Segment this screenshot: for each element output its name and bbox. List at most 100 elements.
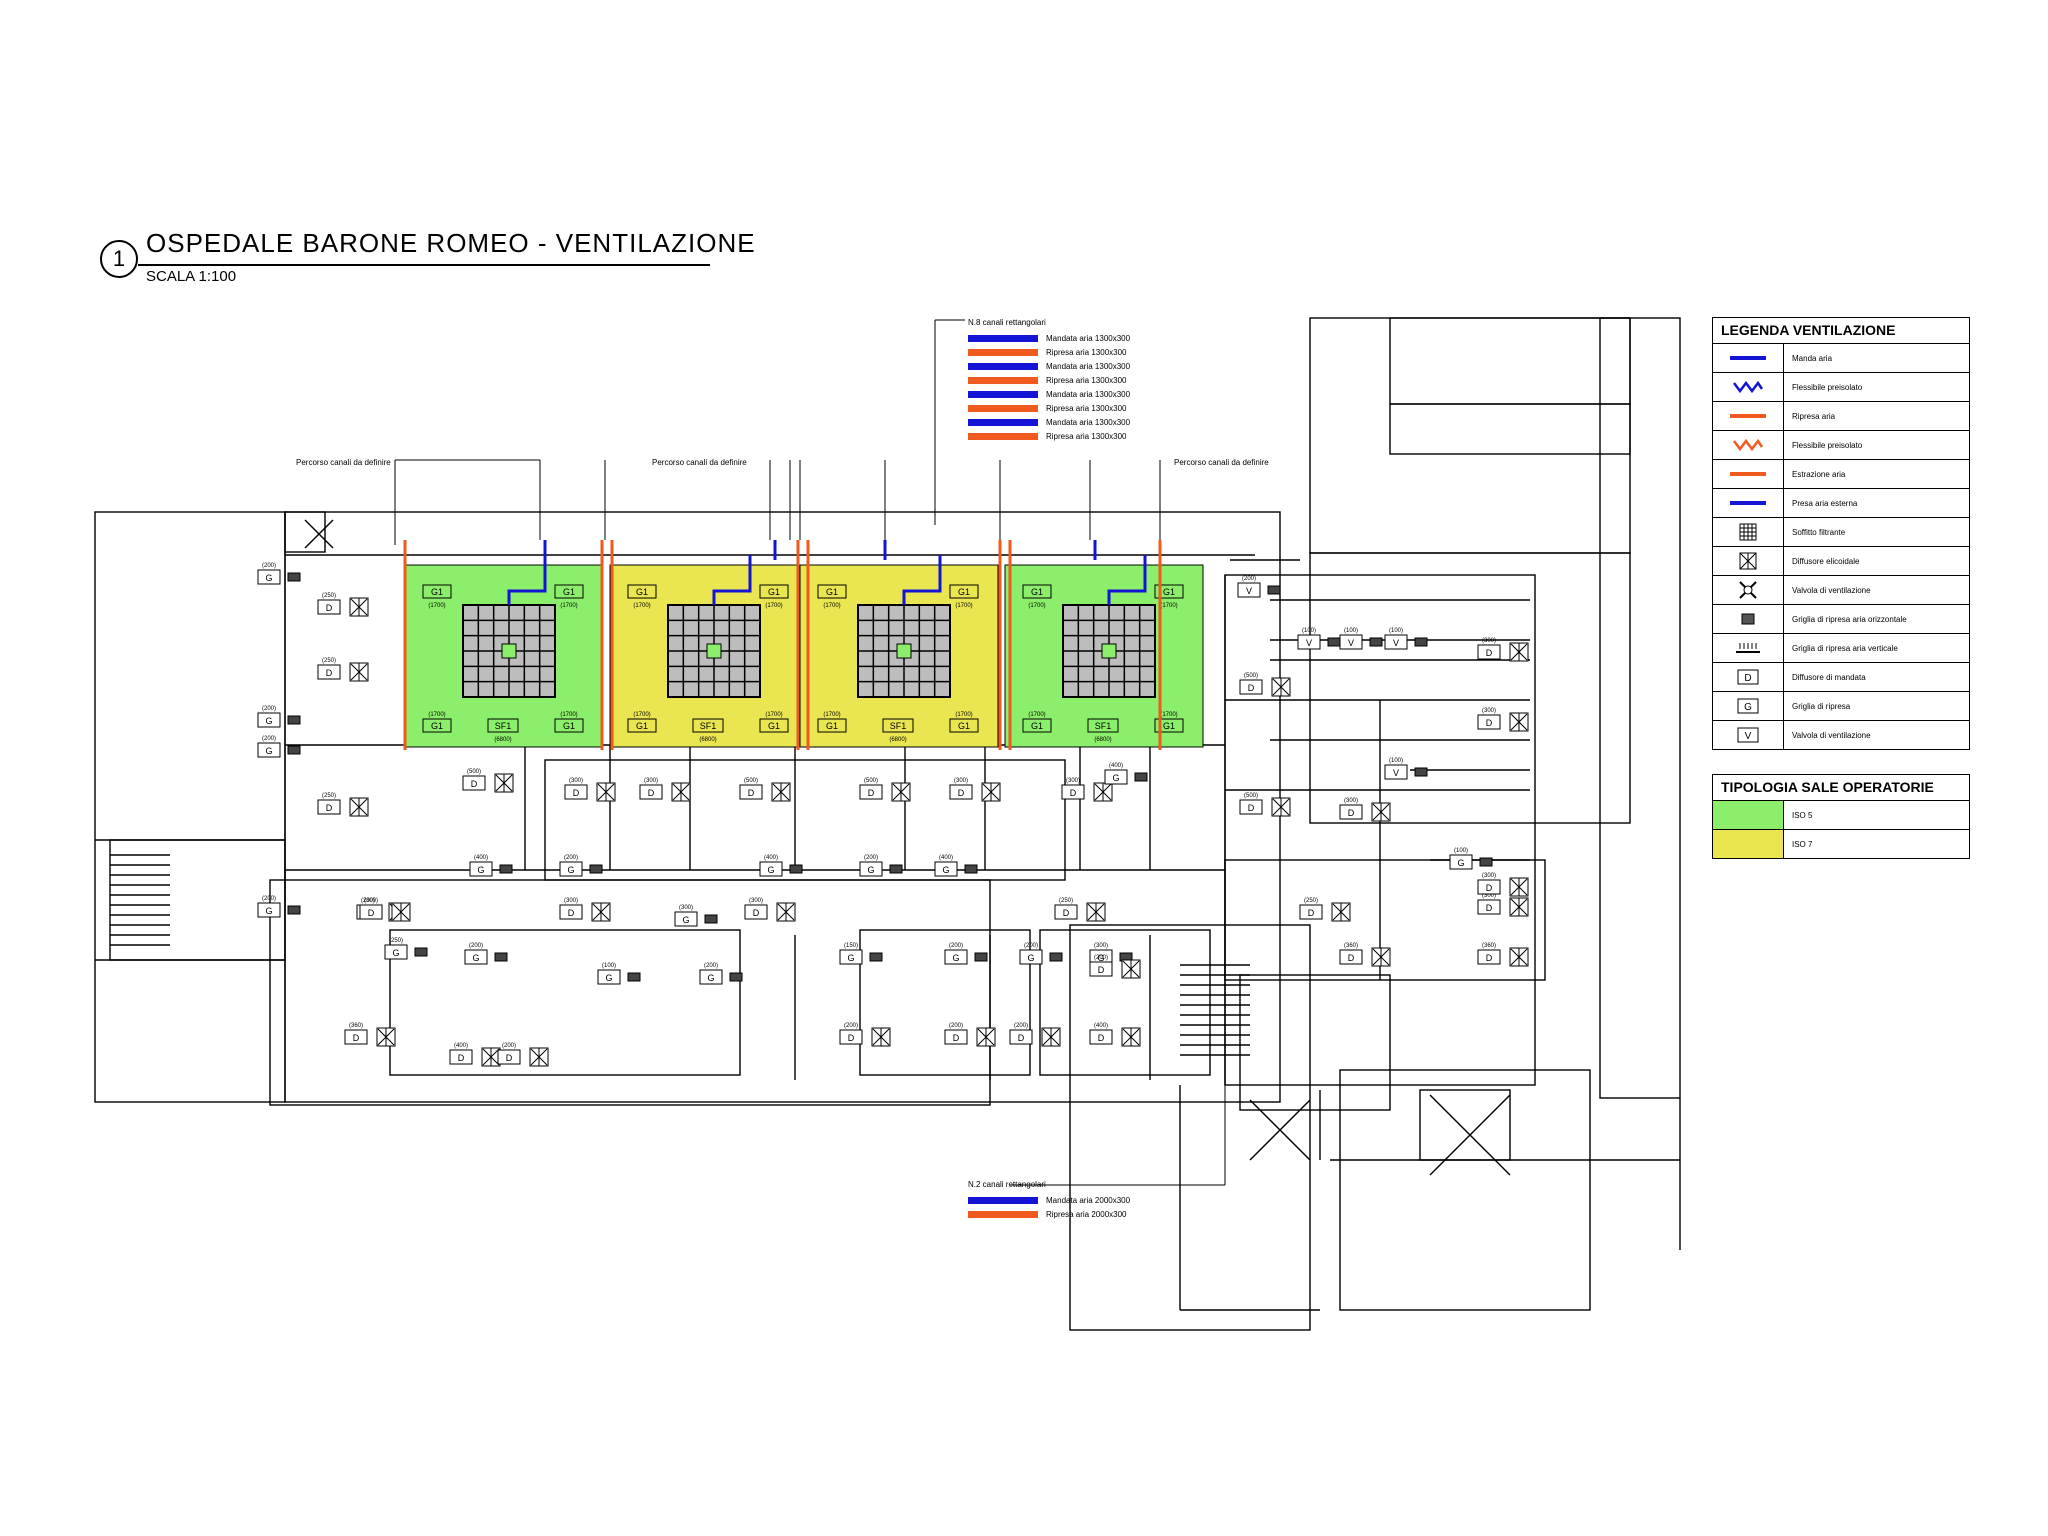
terminal-type: D	[326, 668, 333, 678]
duct-callout-item: Ripresa aria 2000x300	[968, 1207, 1130, 1221]
air-terminal: D(400)	[1089, 1023, 1141, 1047]
terminal-flow: (200)	[262, 563, 276, 569]
duct-callout-item: Ripresa aria 1300x300	[968, 401, 1130, 415]
legend-label: Griglia di ripresa aria orizzontale	[1792, 614, 1907, 624]
return-grille-box	[1022, 584, 1052, 599]
line-blue-icon	[1730, 501, 1766, 505]
terminal-box	[639, 784, 663, 800]
terminal-box	[944, 1029, 968, 1045]
legend-label: Ripresa aria	[1792, 411, 1836, 421]
supply-branch	[507, 555, 547, 605]
supply-box	[487, 718, 519, 733]
terminal-box	[1061, 784, 1085, 800]
air-terminal: D (300)	[559, 898, 611, 922]
wall-outline	[284, 511, 326, 553]
return-grille-box	[554, 584, 584, 599]
return-grille-flow: (1700)	[1028, 603, 1045, 609]
supply-label: SF1	[890, 721, 907, 731]
terminal-type: V	[1246, 586, 1252, 596]
terminal-type: D	[368, 908, 375, 918]
return-grille-icon	[1134, 772, 1148, 782]
legend-label: Presa aria esterna	[1792, 498, 1858, 508]
terminal-box	[1339, 949, 1363, 965]
return-grille-flow: (1700)	[765, 712, 782, 718]
terminal-type: G	[952, 953, 959, 963]
terminal-type: D	[326, 603, 333, 613]
title-underline	[138, 264, 710, 266]
supply-duct-swatch	[968, 1196, 1038, 1204]
return-grille-flow: (1700)	[428, 712, 445, 718]
filter-center	[501, 643, 517, 659]
legend-room-label: ISO 7	[1792, 839, 1813, 849]
return-grille-icon	[869, 952, 883, 962]
return-grille-icon	[974, 952, 988, 962]
return-grille-box	[817, 718, 847, 733]
terminal-type: G	[867, 865, 874, 875]
return-grille-label: G1	[431, 587, 443, 597]
terminal-flow: (200)	[469, 943, 483, 949]
terminal-flow: (400)	[474, 855, 488, 861]
air-terminal: D(300)	[1477, 638, 1529, 662]
legend-heading: LEGENDA VENTILAZIONE	[1713, 318, 1969, 344]
air-terminal: D(250)	[317, 593, 369, 617]
air-terminal: G(200)	[257, 896, 301, 918]
terminal-type: D	[471, 779, 478, 789]
terminal-box	[1104, 769, 1128, 785]
terminal-flow: (400)	[764, 855, 778, 861]
air-terminal: D(200)	[1089, 955, 1141, 979]
terminal-flow: (500)	[864, 778, 878, 784]
air-terminal: G(400)	[1104, 763, 1148, 785]
terminal-flow: (300)	[564, 898, 578, 904]
return-grille-flow: (1700)	[955, 712, 972, 718]
air-terminal: D(300)	[359, 898, 411, 922]
legend-symbol	[1713, 431, 1784, 459]
air-terminal: V(100)	[1297, 628, 1341, 650]
return-grille-flow: (1700)	[955, 603, 972, 609]
return-grille-label: G1	[1031, 587, 1043, 597]
return-grille-icon	[499, 864, 513, 874]
filter-ceiling-icon	[1739, 523, 1757, 541]
terminal-box	[384, 944, 408, 960]
terminal-type: D	[1486, 903, 1493, 913]
legend-symbol: D	[1713, 663, 1784, 691]
terminal-box	[597, 969, 621, 985]
legend-row: Ripresa aria	[1713, 402, 1969, 431]
wall-outline	[1389, 403, 1631, 455]
return-grille-label: G1	[958, 587, 970, 597]
terminal-flow: (200)	[1242, 576, 1256, 582]
terminal-box	[1339, 634, 1363, 650]
supply-flow: (6800)	[494, 737, 511, 743]
terminal-type: G	[682, 915, 689, 925]
operating-rooms: G1(1700)G1(1700)G1(1700)G1(1700)SF1(6800…	[404, 555, 1204, 748]
air-terminal: D(360)	[1339, 943, 1391, 967]
terminal-type: G	[1027, 953, 1034, 963]
legend-rooms-heading: TIPOLOGIA SALE OPERATORIE	[1713, 775, 1969, 801]
terminal-flow: (200)	[949, 1023, 963, 1029]
terminal-flow: (200)	[864, 855, 878, 861]
drawing-scale: SCALA 1:100	[146, 268, 237, 285]
terminal-type: V	[1393, 638, 1399, 648]
air-terminal: G(200)	[699, 963, 743, 985]
duct-callout-label: Mandata aria 1300x300	[1046, 333, 1131, 343]
return-grille-box	[1154, 718, 1184, 733]
return-grille-box	[1022, 718, 1052, 733]
terminal-type: D	[648, 788, 655, 798]
wall-outline	[1239, 974, 1391, 1111]
return-duct-swatch	[968, 432, 1038, 440]
terminal-flow: (300)	[1094, 943, 1108, 949]
return-grille-flow: (1700)	[1160, 712, 1177, 718]
legend-symbol	[1713, 402, 1784, 430]
return-grille-icon	[494, 952, 508, 962]
return-grille-flow: (1700)	[560, 712, 577, 718]
supply-flow: (6800)	[1094, 737, 1111, 743]
terminal-type: D	[568, 908, 575, 918]
line-orange-icon	[1730, 414, 1766, 418]
terminal-box	[839, 1029, 863, 1045]
legend-row: Diffusore elicoidale	[1713, 547, 1969, 576]
terminal-type: D	[1308, 908, 1315, 918]
terminal-flow: (200)	[1014, 1023, 1028, 1029]
air-terminal: D(300)	[639, 778, 691, 802]
wall-outline	[1389, 317, 1631, 405]
return-grille-icon	[287, 572, 301, 582]
